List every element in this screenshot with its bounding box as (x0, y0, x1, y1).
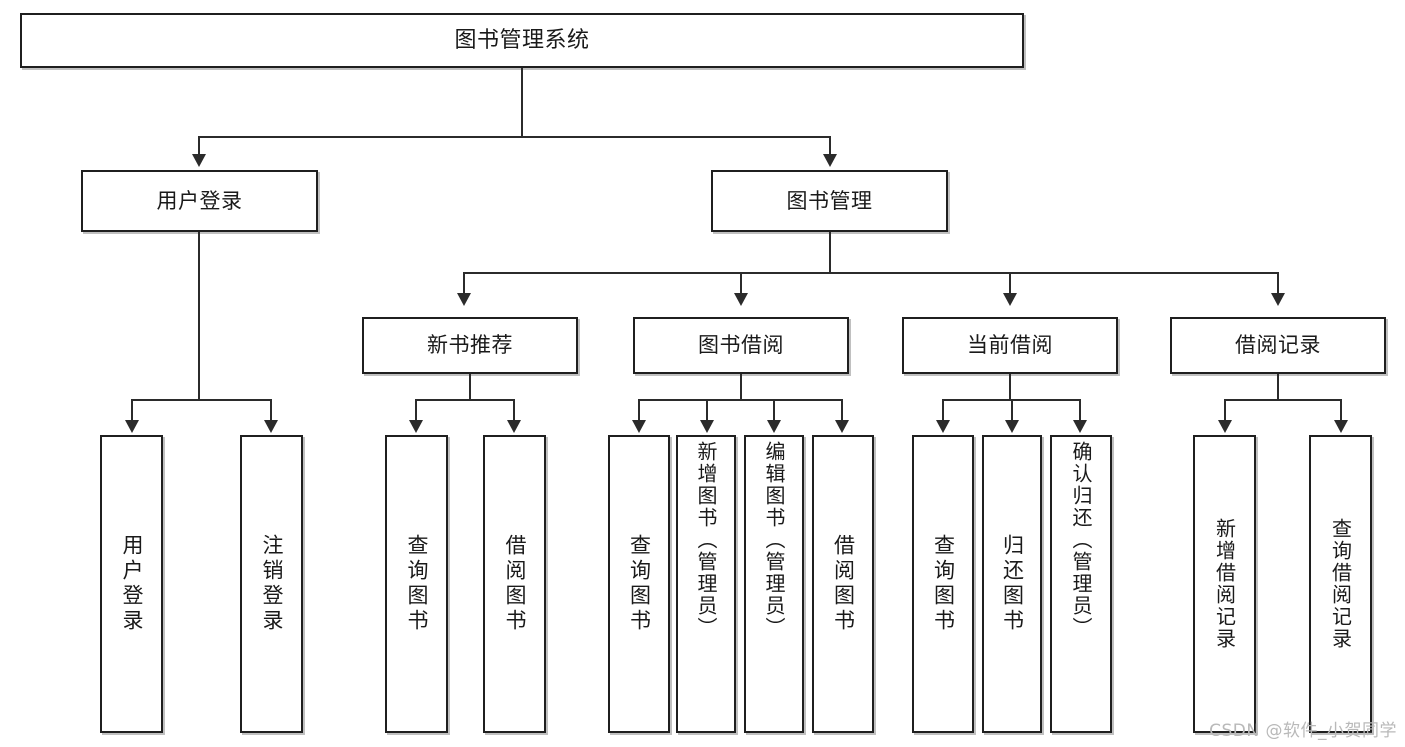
connector-cb-drop-3 (1079, 399, 1081, 423)
node-leaf-user-login-label: 用户登录 (120, 534, 144, 634)
connector-book-manage-stem (829, 232, 831, 273)
connector-cb-drop-1 (942, 399, 944, 423)
node-leaf-edit-book[interactable]: 编辑图书（管理员） (744, 435, 804, 733)
node-leaf-borrow-book-1-label: 借阅图书 (503, 534, 527, 634)
connector-book-manage-drop-1 (463, 272, 465, 296)
node-root-label: 图书管理系统 (454, 27, 590, 53)
arrow-cb-to-query-book (936, 420, 950, 433)
node-leaf-borrow-book-1[interactable]: 借阅图书 (483, 435, 546, 733)
node-leaf-confirm-return-label: 确认归还（管理员） (1069, 441, 1093, 639)
node-leaf-add-book[interactable]: 新增图书（管理员） (676, 435, 736, 733)
node-root[interactable]: 图书管理系统 (20, 13, 1024, 68)
node-leaf-query-book-3[interactable]: 查询图书 (912, 435, 974, 733)
connector-book-manage-bus (463, 272, 1278, 274)
connector-borrow-record-bus (1224, 399, 1341, 401)
arrow-br-to-query-record (1334, 420, 1348, 433)
arrow-cb-to-return-book (1005, 420, 1019, 433)
node-new-book-recommend-label: 新书推荐 (427, 333, 513, 358)
node-new-book-recommend[interactable]: 新书推荐 (362, 317, 578, 374)
connector-book-borrow-bus (638, 399, 843, 401)
connector-bb-drop-3 (773, 399, 775, 423)
arrow-root-to-user-login (192, 154, 206, 167)
node-leaf-query-record[interactable]: 查询借阅记录 (1309, 435, 1372, 733)
arrow-book-manage-to-borrow-record (1271, 293, 1285, 306)
node-book-manage[interactable]: 图书管理 (711, 170, 948, 232)
connector-br-drop-2 (1340, 399, 1342, 423)
node-leaf-query-book-1[interactable]: 查询图书 (385, 435, 448, 733)
node-current-borrow-label: 当前借阅 (967, 333, 1053, 358)
connector-root-bus (198, 136, 831, 138)
node-current-borrow[interactable]: 当前借阅 (902, 317, 1118, 374)
connector-root-to-book-manage (829, 136, 831, 157)
node-leaf-user-logout[interactable]: 注销登录 (240, 435, 303, 733)
node-leaf-return-book-label: 归还图书 (1000, 534, 1025, 634)
node-leaf-user-logout-label: 注销登录 (260, 534, 284, 634)
connector-bb-drop-2 (706, 399, 708, 423)
connector-current-borrow-stem (1009, 374, 1011, 401)
connector-user-login-stem (198, 232, 200, 400)
connector-user-login-drop-2 (270, 399, 272, 423)
node-leaf-query-record-label: 查询借阅记录 (1328, 518, 1353, 650)
node-user-login-label: 用户登录 (156, 188, 243, 213)
connector-new-book-recommend-stem (469, 374, 471, 401)
connector-user-login-drop-1 (131, 399, 133, 423)
connector-new-book-recommend-bus (415, 399, 514, 401)
node-user-login[interactable]: 用户登录 (81, 170, 318, 232)
arrow-br-to-add-record (1218, 420, 1232, 433)
node-leaf-add-record[interactable]: 新增借阅记录 (1193, 435, 1256, 733)
arrow-root-to-book-manage (823, 154, 837, 167)
arrow-book-manage-to-current-borrow (1003, 293, 1017, 306)
node-leaf-query-book-2[interactable]: 查询图书 (608, 435, 670, 733)
connector-nbr-drop-1 (415, 399, 417, 423)
connector-nbr-drop-2 (513, 399, 515, 423)
node-leaf-query-book-3-label: 查询图书 (931, 534, 956, 634)
node-book-borrow-label: 图书借阅 (698, 333, 784, 358)
node-leaf-edit-book-label: 编辑图书（管理员） (762, 441, 786, 639)
arrow-user-login-to-leaf-2 (264, 420, 278, 433)
connector-br-drop-1 (1224, 399, 1226, 423)
node-leaf-confirm-return[interactable]: 确认归还（管理员） (1050, 435, 1112, 733)
arrow-book-manage-to-new-book-recommend (457, 293, 471, 306)
connector-root-stem (521, 68, 523, 137)
connector-book-manage-drop-2 (740, 272, 742, 296)
node-leaf-borrow-book-2-label: 借阅图书 (831, 534, 856, 634)
node-leaf-add-book-label: 新增图书（管理员） (694, 441, 718, 639)
arrow-bb-to-borrow-book (835, 420, 849, 433)
node-leaf-query-book-2-label: 查询图书 (627, 534, 652, 634)
node-leaf-borrow-book-2[interactable]: 借阅图书 (812, 435, 874, 733)
arrow-bb-to-query-book (632, 420, 646, 433)
arrow-user-login-to-leaf-1 (125, 420, 139, 433)
arrow-bb-to-add-book (700, 420, 714, 433)
arrow-nbr-to-borrow-book (507, 420, 521, 433)
connector-borrow-record-stem (1277, 374, 1279, 401)
connector-bb-drop-4 (841, 399, 843, 423)
arrow-nbr-to-query-book (409, 420, 423, 433)
connector-bb-drop-1 (638, 399, 640, 423)
node-borrow-record[interactable]: 借阅记录 (1170, 317, 1386, 374)
node-leaf-return-book[interactable]: 归还图书 (982, 435, 1042, 733)
connector-book-manage-drop-3 (1009, 272, 1011, 296)
connector-book-manage-drop-4 (1277, 272, 1279, 296)
node-borrow-record-label: 借阅记录 (1235, 333, 1321, 358)
arrow-bb-to-edit-book (767, 420, 781, 433)
connector-user-login-bus (131, 399, 271, 401)
arrow-book-manage-to-book-borrow (734, 293, 748, 306)
arrow-cb-to-confirm-return (1073, 420, 1087, 433)
node-leaf-user-login[interactable]: 用户登录 (100, 435, 163, 733)
node-book-manage-label: 图书管理 (786, 188, 873, 213)
connector-cb-drop-2 (1011, 399, 1013, 423)
node-leaf-add-record-label: 新增借阅记录 (1212, 518, 1237, 650)
connector-book-borrow-stem (740, 374, 742, 401)
node-leaf-query-book-1-label: 查询图书 (405, 534, 429, 634)
connector-root-to-user-login (198, 136, 200, 157)
node-book-borrow[interactable]: 图书借阅 (633, 317, 849, 374)
